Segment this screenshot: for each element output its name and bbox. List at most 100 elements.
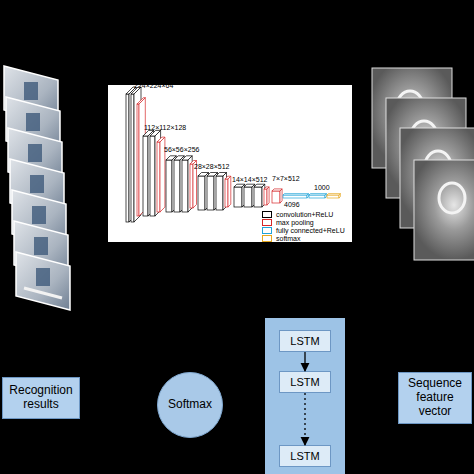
frame-image bbox=[16, 252, 70, 310]
frame-figure bbox=[30, 175, 44, 193]
node-label: Recognition results bbox=[3, 384, 79, 412]
dimension-label: 7×7×512 bbox=[272, 175, 300, 182]
dimension-label: 224×224×64 bbox=[134, 82, 173, 89]
layer-edge bbox=[325, 194, 326, 198]
circle-shape bbox=[158, 373, 223, 438]
flow-arrow bbox=[304, 352, 305, 371]
layer-face bbox=[283, 195, 307, 198]
node-text-group: Sequence feature vector bbox=[399, 377, 471, 418]
frame-figure bbox=[26, 113, 40, 131]
layer-edge bbox=[327, 194, 340, 195]
layer-block bbox=[254, 184, 265, 207]
node-label: LSTM bbox=[290, 335, 319, 348]
dimension-label: 56×56×256 bbox=[164, 146, 199, 153]
layer-edge bbox=[339, 194, 340, 198]
layer-face bbox=[234, 187, 242, 207]
layer-edge bbox=[309, 194, 326, 195]
legend-row: max pooling bbox=[262, 219, 314, 226]
dimension-label: 4096 bbox=[284, 201, 300, 208]
dimension-label: 1000 bbox=[314, 184, 330, 191]
layer-face bbox=[126, 94, 129, 222]
legend-text: fully connected+ReLU bbox=[276, 227, 345, 234]
layer-edge bbox=[280, 189, 282, 203]
legend-text: softmax bbox=[276, 235, 301, 242]
legend-text: convolution+ReLU bbox=[276, 211, 333, 218]
vgg-panel bbox=[108, 85, 352, 242]
layer-face bbox=[174, 160, 180, 212]
feature-map bbox=[414, 160, 474, 260]
layer-face bbox=[216, 176, 223, 210]
layer-block bbox=[272, 189, 282, 203]
dimension-label: 14×14×512 bbox=[232, 176, 267, 183]
node-label: Sequence feature vector bbox=[399, 377, 471, 418]
frame-figure bbox=[36, 268, 50, 286]
node-text-group: LSTM bbox=[290, 376, 319, 389]
layer-edge bbox=[228, 176, 231, 207]
lstm-box: LSTM bbox=[279, 330, 331, 352]
flow-arrow bbox=[304, 393, 305, 445]
legend-sample bbox=[262, 211, 272, 218]
legend-text: max pooling bbox=[276, 219, 314, 226]
layer-block bbox=[264, 187, 269, 205]
map-image bbox=[414, 160, 474, 260]
video-frames bbox=[4, 66, 70, 310]
layer-block bbox=[157, 137, 165, 212]
layer-block bbox=[234, 184, 245, 207]
node-label: LSTM bbox=[290, 450, 319, 463]
node-label: Softmax bbox=[168, 398, 212, 412]
softmax-circle: Softmax bbox=[157, 372, 223, 438]
layer-face bbox=[207, 176, 214, 210]
video-frame bbox=[16, 252, 70, 310]
legend-sample bbox=[262, 235, 272, 242]
layer-block bbox=[225, 176, 231, 207]
lstm-box: LSTM bbox=[279, 371, 331, 393]
layer-face bbox=[190, 164, 193, 208]
layer-face bbox=[272, 191, 280, 203]
layer-face bbox=[327, 195, 339, 198]
layer-block bbox=[309, 194, 326, 198]
lstm-box: LSTM bbox=[279, 445, 331, 467]
layer-face bbox=[131, 94, 134, 222]
legend-row: softmax bbox=[262, 235, 301, 242]
legend-sample bbox=[262, 219, 272, 226]
map-activation bbox=[439, 183, 465, 213]
layer-face bbox=[143, 136, 148, 216]
result-box: Recognition results bbox=[2, 377, 80, 419]
dimension-label: 112×112×128 bbox=[144, 124, 186, 131]
layer-block bbox=[150, 130, 161, 216]
feature-maps bbox=[372, 68, 474, 260]
node-label: LSTM bbox=[290, 376, 319, 389]
layer-face bbox=[254, 187, 262, 207]
layer-face bbox=[150, 136, 155, 216]
layer-edge bbox=[307, 194, 308, 198]
dimension-label: 28×28×512 bbox=[194, 163, 229, 170]
layer-face bbox=[198, 176, 205, 210]
layer-face bbox=[264, 189, 267, 205]
node-text-group: Softmax bbox=[168, 398, 212, 412]
layer-face bbox=[225, 179, 228, 207]
frame-figure bbox=[34, 237, 48, 255]
layer-face bbox=[309, 195, 325, 198]
legend-row: convolution+ReLU bbox=[262, 211, 333, 218]
frame-figure bbox=[32, 206, 46, 224]
layer-face bbox=[166, 160, 172, 212]
frame-figure bbox=[24, 82, 38, 100]
lstm-band bbox=[265, 318, 345, 474]
layer-face bbox=[244, 187, 252, 207]
vgg-layers bbox=[126, 87, 340, 222]
layer-block bbox=[244, 184, 255, 207]
frame-detail bbox=[24, 288, 62, 298]
layer-face bbox=[182, 160, 188, 212]
layer-face bbox=[157, 142, 160, 212]
legend-sample bbox=[262, 227, 272, 234]
frame-figure bbox=[28, 144, 42, 162]
node-text-group: Recognition results bbox=[3, 384, 79, 412]
node-text-group: LSTM bbox=[290, 335, 319, 348]
layer-block bbox=[283, 194, 308, 198]
layer-edge bbox=[267, 187, 269, 205]
node-text-group: LSTM bbox=[290, 450, 319, 463]
layer-edge bbox=[283, 194, 308, 195]
legend-row: fully connected+ReLU bbox=[262, 227, 345, 234]
